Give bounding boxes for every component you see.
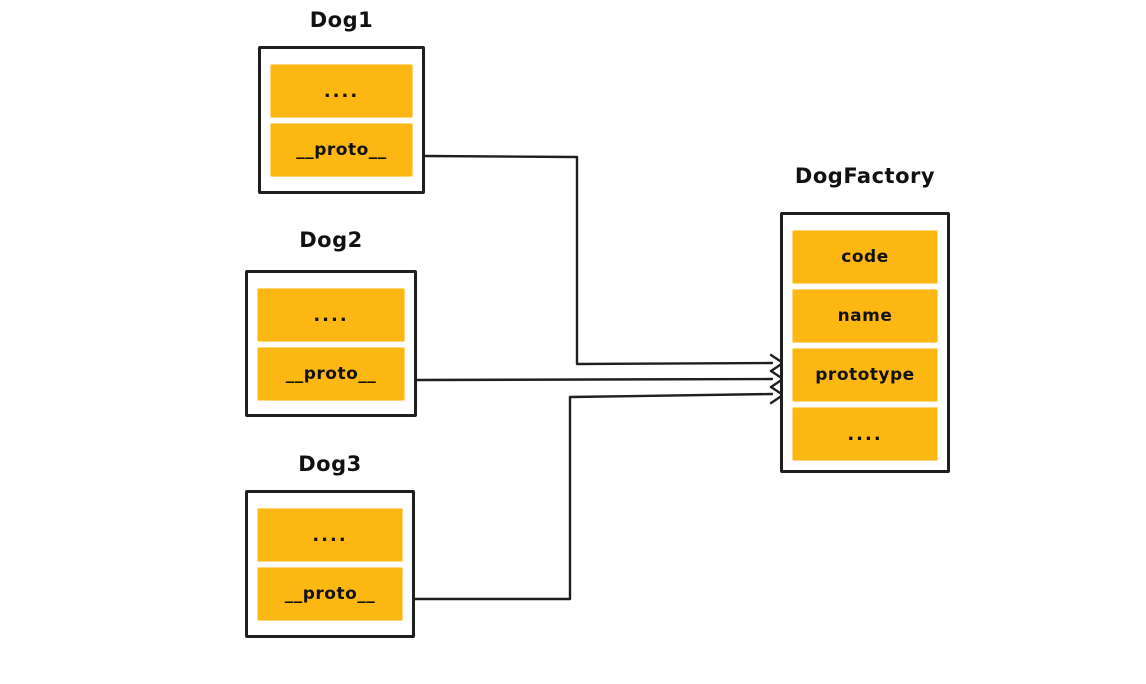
object-box-dog2: .... __proto__ (245, 270, 417, 417)
field-dots-dog2: .... (258, 289, 404, 341)
field-dots-dog1: .... (271, 65, 412, 117)
field-proto-dog3: __proto__ (258, 568, 402, 620)
node-title-dogfactory: DogFactory (794, 164, 936, 188)
node-title-dog3: Dog3 (298, 452, 362, 476)
object-box-dog1: .... __proto__ (258, 46, 425, 194)
arrow-dog3-proto-to-prototype (413, 392, 774, 601)
arrow-dog1-proto-to-prototype (423, 154, 774, 366)
field-code: code (793, 231, 937, 283)
node-title-dog2: Dog2 (299, 228, 363, 252)
node-title-dog1: Dog1 (309, 8, 374, 32)
field-proto-dog1: __proto__ (271, 124, 412, 176)
arrow-dog2-proto-to-prototype (415, 377, 774, 382)
field-dots-dogfactory: .... (793, 408, 937, 460)
object-box-dogfactory: code name prototype .... (780, 212, 950, 473)
field-prototype: prototype (793, 349, 937, 401)
object-box-dog3: .... __proto__ (245, 490, 415, 638)
field-name: name (793, 290, 937, 342)
field-proto-dog2: __proto__ (258, 348, 404, 400)
field-dots-dog3: .... (258, 509, 402, 561)
